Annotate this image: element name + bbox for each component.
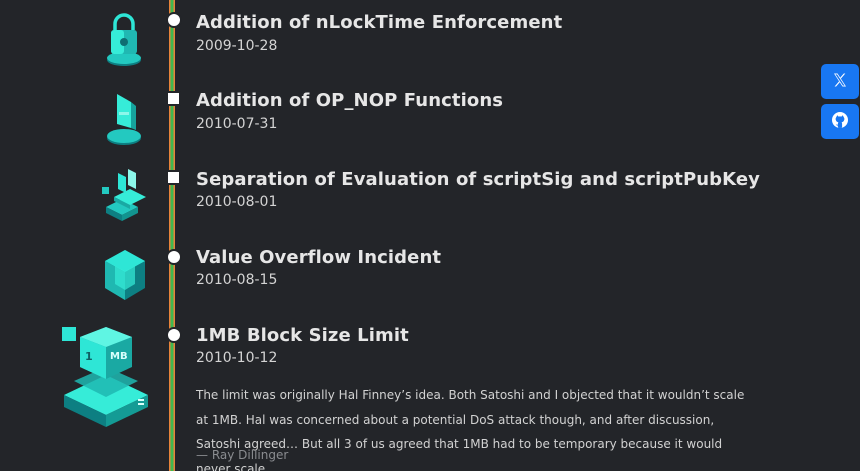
entry-title: Value Overflow Incident — [196, 247, 442, 268]
entry-date: 2010-08-01 — [196, 194, 278, 210]
timeline-marker — [166, 249, 182, 265]
quote-author: — Ray Dillinger — [196, 448, 289, 462]
github-button[interactable] — [821, 104, 859, 139]
timeline-marker — [166, 327, 182, 343]
x-share-button[interactable] — [821, 64, 859, 99]
svg-text:1: 1 — [85, 350, 93, 363]
flag-icon — [104, 88, 144, 152]
layers-icon — [100, 167, 150, 229]
entry-title: 1MB Block Size Limit — [196, 325, 409, 346]
lock-icon — [104, 12, 144, 72]
x-logo-icon — [832, 72, 848, 92]
timeline-marker — [166, 170, 181, 185]
timeline-line — [169, 0, 175, 471]
timeline-marker — [166, 12, 182, 28]
entry-date: 2009-10-28 — [196, 38, 278, 54]
block-1mb-icon: 1 MB — [58, 323, 154, 433]
svg-text:MB: MB — [110, 351, 128, 362]
entry-title: Separation of Evaluation of scriptSig an… — [196, 169, 761, 190]
entry-date: 2010-07-31 — [196, 116, 278, 132]
cube-icon — [102, 248, 148, 308]
timeline-marker — [166, 91, 181, 106]
github-icon — [831, 111, 849, 133]
entry-title: Addition of nLockTime Enforcement — [196, 12, 563, 33]
entry-date: 2010-08-15 — [196, 272, 278, 288]
entry-date: 2010-10-12 — [196, 350, 278, 366]
quote-text: The limit was originally Hal Finney’s id… — [196, 388, 745, 471]
entry-title: Addition of OP_NOP Functions — [196, 90, 504, 111]
